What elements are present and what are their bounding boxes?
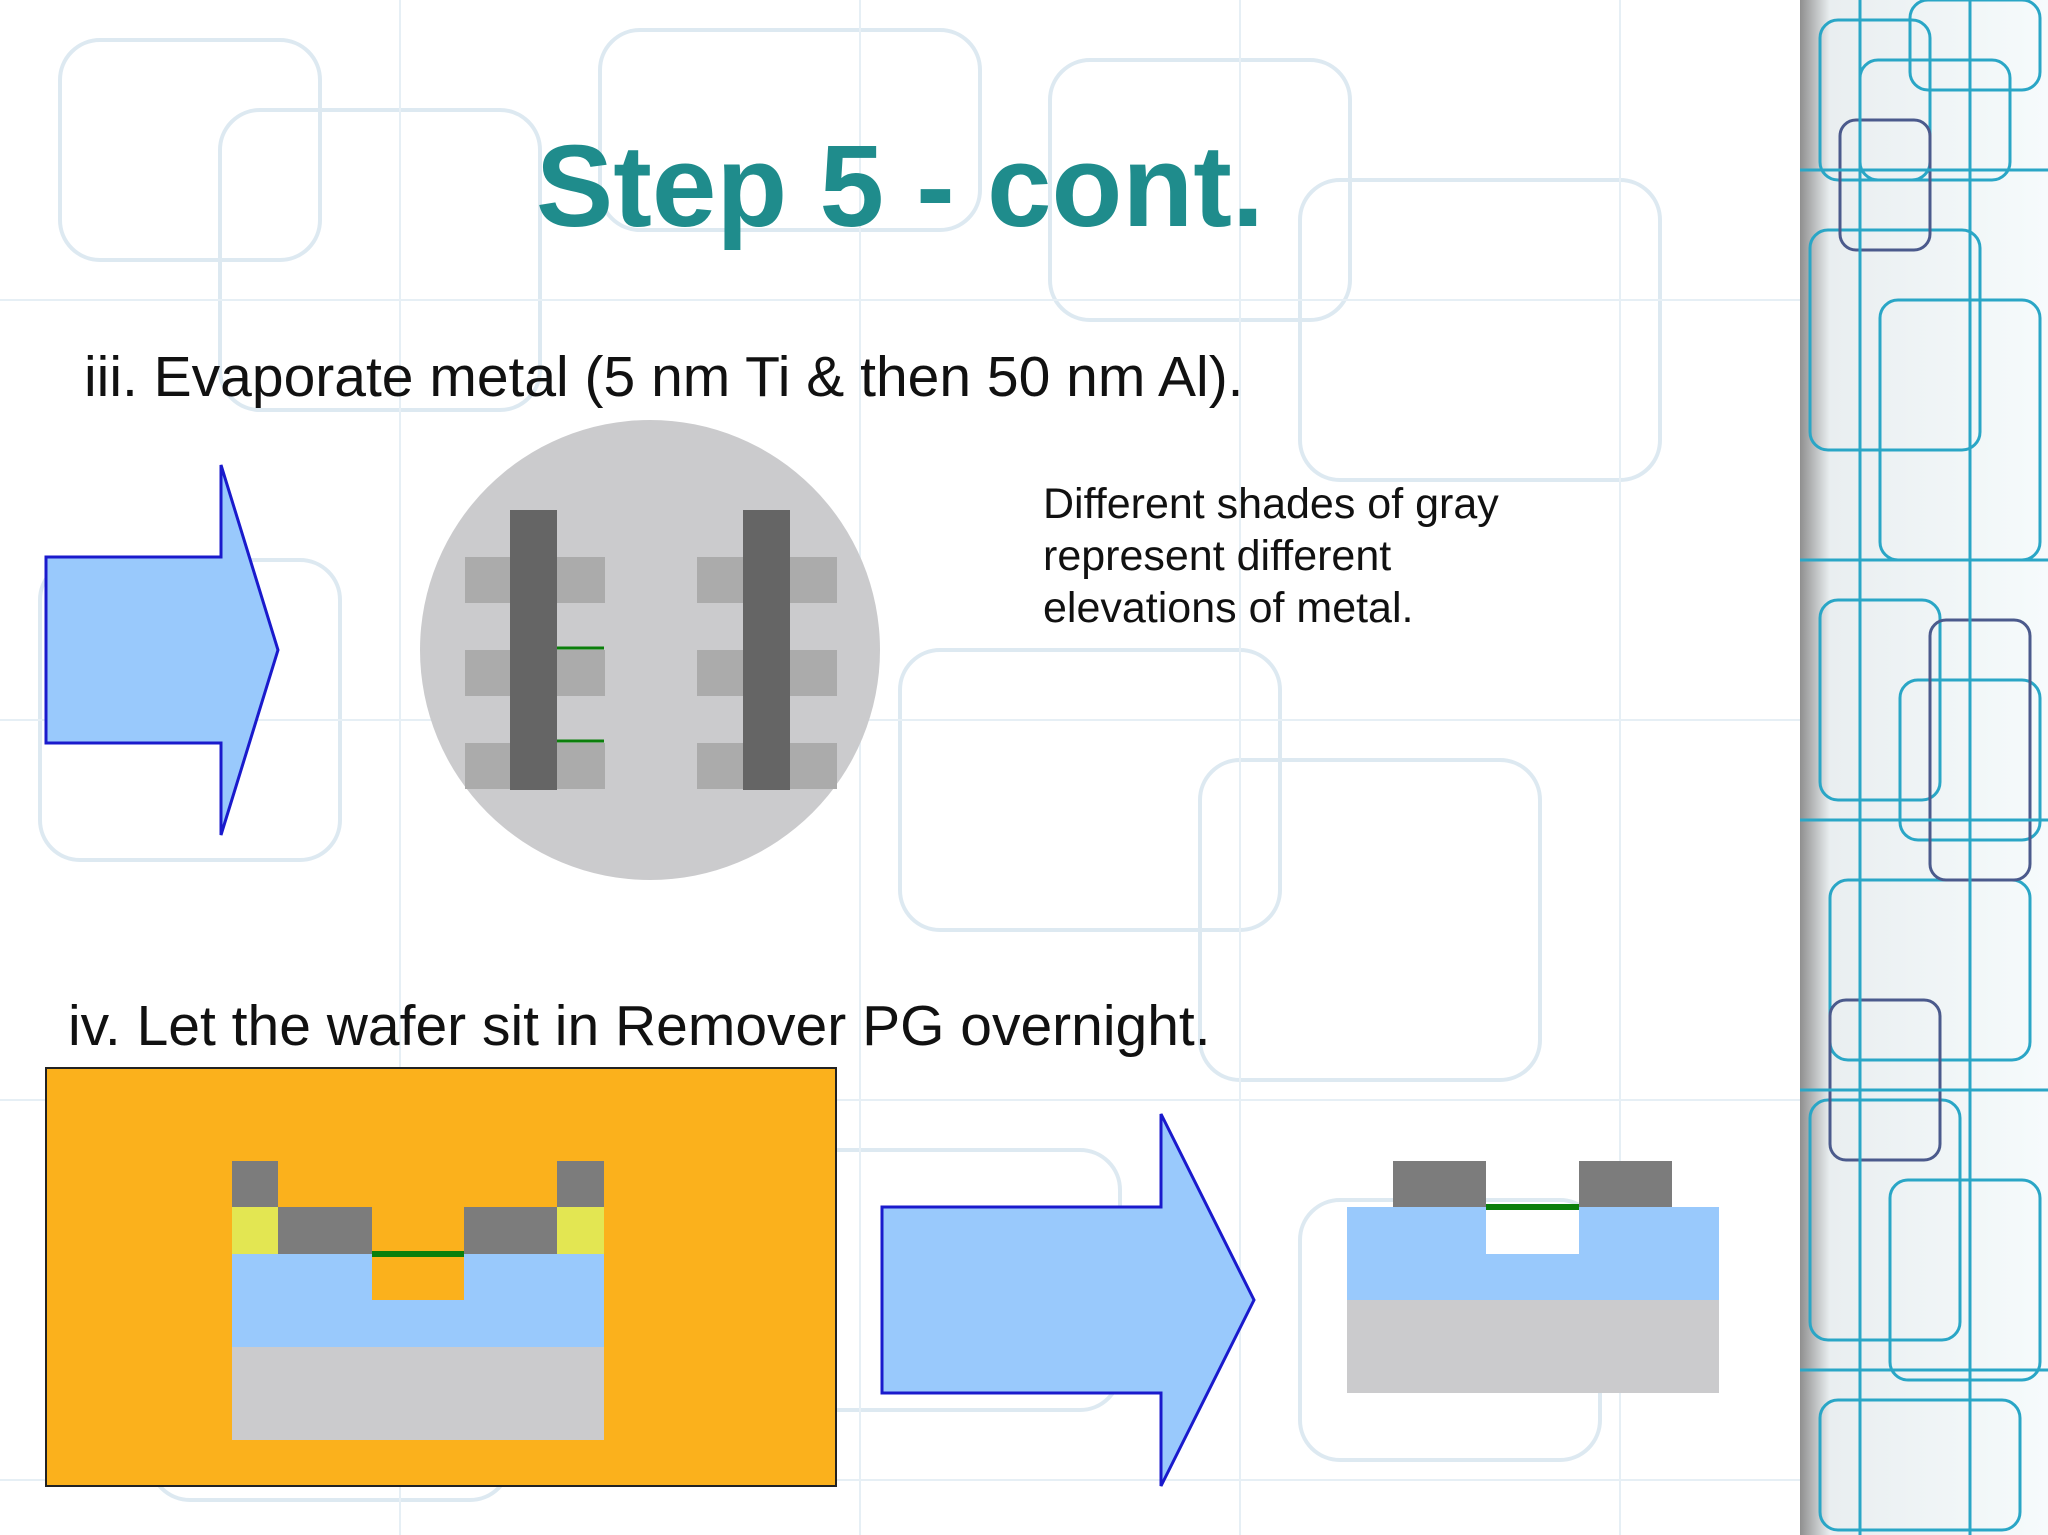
gray-shades-note: Different shades of gray represent diffe… — [1043, 478, 1523, 634]
wafer-top-view — [420, 420, 880, 880]
metal-pad-right — [1579, 1161, 1672, 1207]
photoresist-bath — [45, 1067, 837, 1487]
metal-step-left — [278, 1207, 372, 1254]
oxide-layer — [232, 1254, 604, 1347]
metal-top-left — [232, 1161, 278, 1207]
metal-step-right — [464, 1207, 557, 1254]
note-line-3: elevations of metal. — [1043, 584, 1414, 632]
right-arrow-icon — [44, 464, 280, 836]
note-line-2: represent different — [1043, 532, 1392, 580]
oxide-layer — [1347, 1207, 1719, 1300]
note-line-1: Different shades of gray — [1043, 480, 1499, 528]
right-arrow-icon — [880, 1113, 1256, 1487]
metal-side-left — [232, 1207, 278, 1254]
step-iv-text: iv. Let the wafer sit in Remover PG over… — [68, 994, 1211, 1058]
decorative-circuit-strip — [1800, 0, 2048, 1535]
cross-section-before — [45, 1067, 837, 1487]
substrate-layer — [1347, 1300, 1719, 1393]
metal-pad-left — [1393, 1161, 1486, 1207]
gate-strip — [743, 510, 790, 790]
cross-section-after — [1347, 1161, 1719, 1393]
substrate-layer — [232, 1347, 604, 1440]
slide-title: Step 5 - cont. — [535, 121, 1265, 251]
metal-side-right — [557, 1207, 604, 1254]
gate-strip — [510, 510, 557, 790]
step-iii-text: iii. Evaporate metal (5 nm Ti & then 50 … — [84, 345, 1244, 409]
metal-top-right — [557, 1161, 604, 1207]
